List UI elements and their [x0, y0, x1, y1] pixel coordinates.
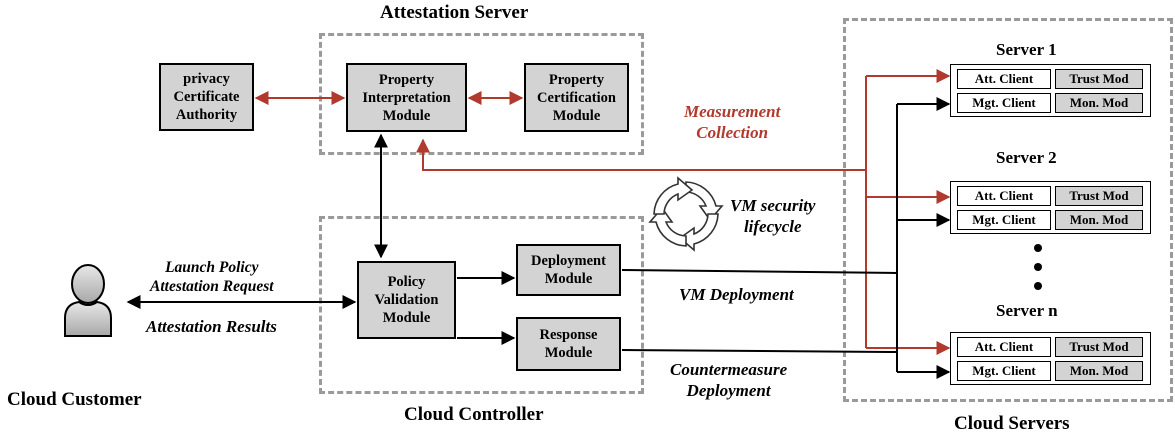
att-client-cell: Att. Client [957, 69, 1051, 89]
mgt-client-cell: Mgt. Client [957, 210, 1051, 230]
mon-mod-cell: Mon. Mod [1055, 93, 1143, 113]
server-1-title: Server 1 [996, 40, 1057, 59]
server-2-title: Server 2 [996, 148, 1057, 167]
att-client-cell: Att. Client [957, 337, 1051, 357]
policy-validation-module: Policy Validation Module [357, 261, 456, 339]
server-1-box: Att. Client Trust Mod Mgt. Client Mon. M… [950, 64, 1151, 117]
cloud-servers-group [843, 18, 1173, 402]
mon-mod-cell: Mon. Mod [1055, 361, 1143, 381]
cloud-customer-title: Cloud Customer [7, 389, 142, 410]
mon-mod-cell: Mon. Mod [1055, 210, 1143, 230]
server-n-title: Server n [996, 301, 1058, 320]
att-client-cell: Att. Client [957, 186, 1051, 206]
vm-deployment-label: VM Deployment [679, 285, 794, 304]
cloud-controller-title: Cloud Controller [404, 404, 544, 425]
privacy-ca-module: privacy Certificate Authority [159, 63, 254, 131]
ellipsis-dot [1034, 282, 1042, 290]
mgt-client-cell: Mgt. Client [957, 93, 1051, 113]
trust-mod-cell: Trust Mod [1055, 69, 1143, 89]
person-icon [64, 264, 112, 337]
property-certification-module: Property Certification Module [524, 63, 629, 132]
attestation-results-label: Attestation Results [146, 317, 277, 336]
trust-mod-cell: Trust Mod [1055, 186, 1143, 206]
ellipsis-dot [1034, 263, 1042, 271]
vm-security-lifecycle-label: VM security lifecycle [730, 196, 816, 236]
attestation-server-title: Attestation Server [380, 2, 529, 23]
trust-mod-cell: Trust Mod [1055, 337, 1143, 357]
server-2-box: Att. Client Trust Mod Mgt. Client Mon. M… [950, 181, 1151, 234]
measurement-collection-label: Measurement Collection [684, 102, 781, 142]
response-module: Response Module [516, 317, 621, 371]
mgt-client-cell: Mgt. Client [957, 361, 1051, 381]
deployment-module: Deployment Module [516, 244, 621, 296]
server-n-box: Att. Client Trust Mod Mgt. Client Mon. M… [950, 332, 1151, 385]
property-interpretation-module: Property Interpretation Module [346, 63, 467, 132]
cycle-arrows-icon [648, 176, 724, 252]
cloud-servers-title: Cloud Servers [954, 413, 1070, 434]
countermeasure-deployment-label: Countermeasure Deployment [670, 360, 788, 400]
launch-policy-label: Launch Policy Attestation Request [150, 259, 274, 295]
ellipsis-dot [1034, 244, 1042, 252]
